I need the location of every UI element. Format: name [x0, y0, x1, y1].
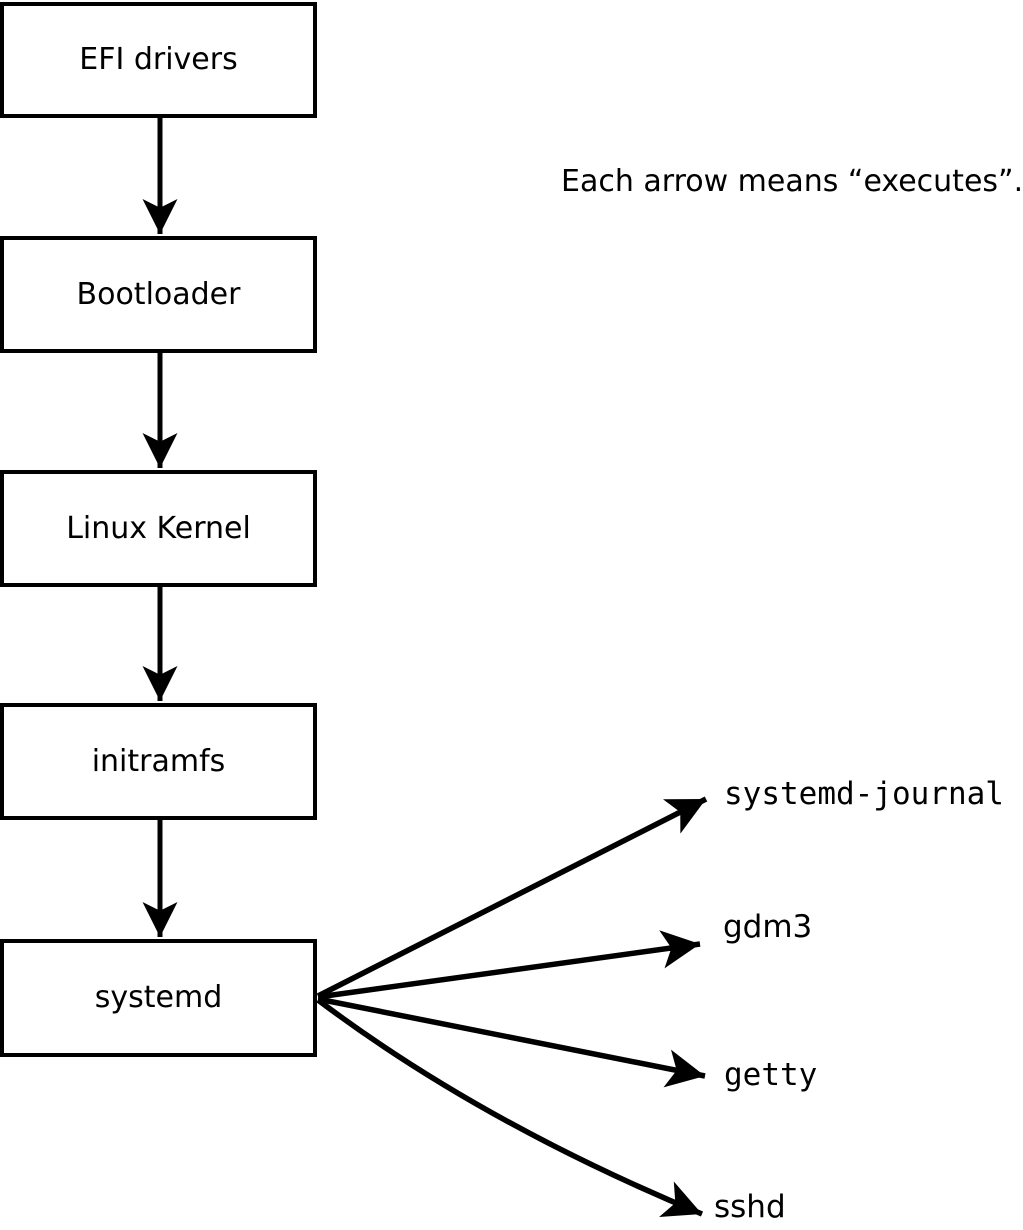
box-bootloader: Bootloader [0, 236, 317, 353]
box-efi-drivers-label: EFI drivers [79, 42, 238, 77]
arrow-meaning-note: Each arrow means “executes”. [561, 164, 1023, 199]
arrow-systemd-to-gdm3-icon [317, 930, 701, 1000]
box-initramfs-label: initramfs [91, 743, 226, 779]
box-initramfs: initramfs [0, 703, 317, 820]
label-systemd-journal: systemd-journal [724, 776, 1004, 812]
box-linux-kernel: Linux Kernel [0, 470, 317, 587]
box-efi-drivers: EFI drivers [0, 2, 317, 118]
label-gdm3: gdm3 [723, 909, 813, 945]
box-bootloader-label: Bootloader [76, 276, 241, 312]
arrow-systemd-to-sshd-icon [316, 997, 704, 1218]
box-systemd: systemd [0, 939, 317, 1057]
box-systemd-label: systemd [94, 980, 223, 1015]
label-sshd: sshd [714, 1189, 786, 1225]
arrow-systemd-to-getty-icon [317, 996, 706, 1088]
arrow-systemd-to-journal-icon [316, 796, 708, 999]
box-linux-kernel-label: Linux Kernel [66, 510, 251, 546]
label-getty: getty [724, 1057, 818, 1093]
